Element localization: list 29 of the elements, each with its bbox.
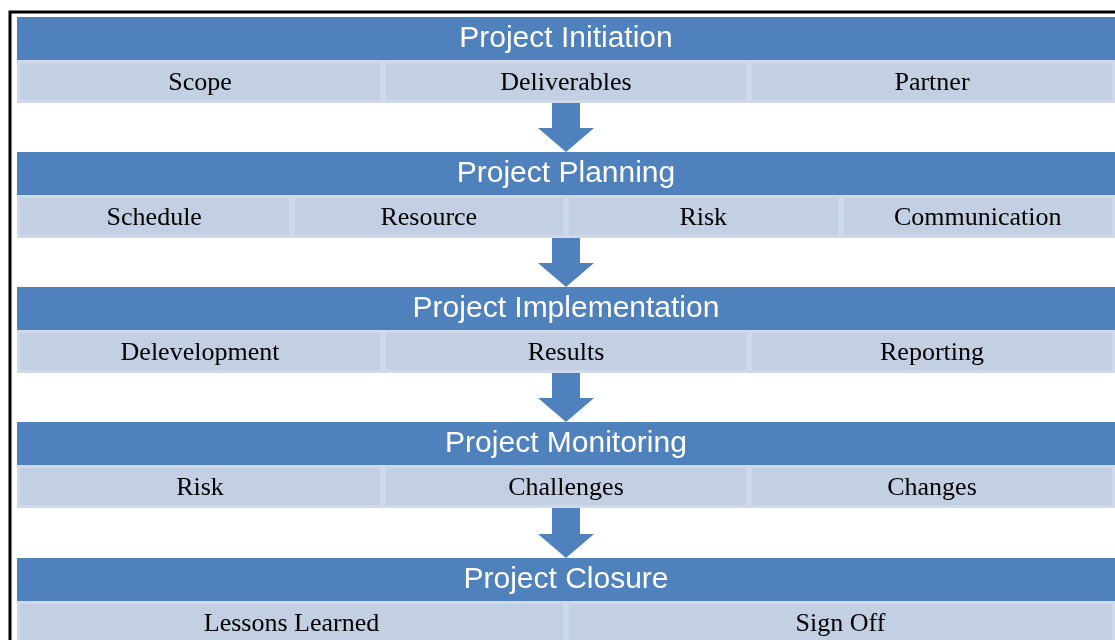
task-cell: Delevelopment: [17, 330, 383, 373]
task-cell: Reporting: [749, 330, 1115, 373]
task-cell: Results: [383, 330, 749, 373]
phase-band: [17, 287, 1115, 373]
task-cell: Sign Off: [566, 601, 1115, 640]
down-arrow: [538, 238, 594, 287]
task-cell: Communication: [840, 195, 1115, 238]
task-cell: Partner: [749, 60, 1115, 103]
task-cell: Scope: [17, 60, 383, 103]
phase-title: Project Closure: [463, 560, 669, 596]
task-cell: Lessons Learned: [17, 601, 566, 640]
phase-title: Project Initiation: [459, 19, 673, 55]
task-cell: Risk: [17, 465, 383, 508]
task-cell: Deliverables: [383, 60, 749, 103]
task-cell: Challenges: [383, 465, 749, 508]
down-arrow: [538, 508, 594, 558]
phase-title: Project Monitoring: [445, 424, 687, 460]
phase-band: [17, 422, 1115, 508]
phase-band: [17, 152, 1115, 238]
task-cell: Schedule: [17, 195, 292, 238]
down-arrow: [538, 373, 594, 422]
phase-title: Project Planning: [456, 154, 676, 190]
phase-band: [17, 17, 1115, 103]
task-cell: Resource: [291, 195, 566, 238]
down-arrow: [538, 103, 594, 152]
task-cell: Risk: [566, 195, 841, 238]
task-cell: Changes: [749, 465, 1115, 508]
phase-band: [17, 558, 1115, 640]
phase-title: Project Implementation: [412, 289, 720, 325]
